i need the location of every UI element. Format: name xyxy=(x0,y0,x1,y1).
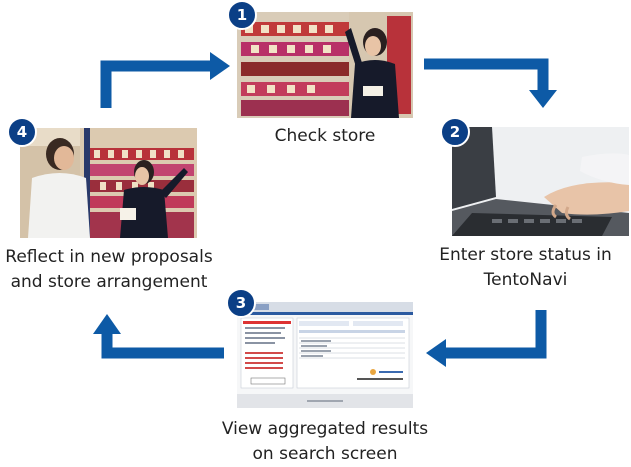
arrow-2-to-3 xyxy=(444,310,547,359)
step-4-badge: 4 xyxy=(7,117,37,147)
arrowhead-4-to-1 xyxy=(210,52,230,80)
arrow-3-to-4 xyxy=(101,332,224,359)
arrowhead-2-to-3 xyxy=(426,339,446,367)
step-1-photo xyxy=(237,12,413,118)
step-4-photo xyxy=(20,128,197,238)
arrow-4-to-1 xyxy=(100,60,212,108)
step-1-caption: Check store xyxy=(274,126,376,146)
step-3-badge: 3 xyxy=(226,288,256,318)
step-1-badge: 1 xyxy=(227,0,257,30)
step-2-caption: Enter store status in TentoNavi xyxy=(439,245,612,290)
step-3-caption: View aggregated results on search screen xyxy=(221,419,429,464)
arrow-1-to-2 xyxy=(424,58,549,92)
step-3-photo xyxy=(237,302,413,408)
arrowhead-3-to-4 xyxy=(93,314,121,334)
step-2-badge: 2 xyxy=(440,117,470,147)
step-4-caption: Reflect in new proposals and store arran… xyxy=(5,247,213,292)
step-2-photo xyxy=(452,127,629,236)
arrowhead-1-to-2 xyxy=(529,90,557,108)
